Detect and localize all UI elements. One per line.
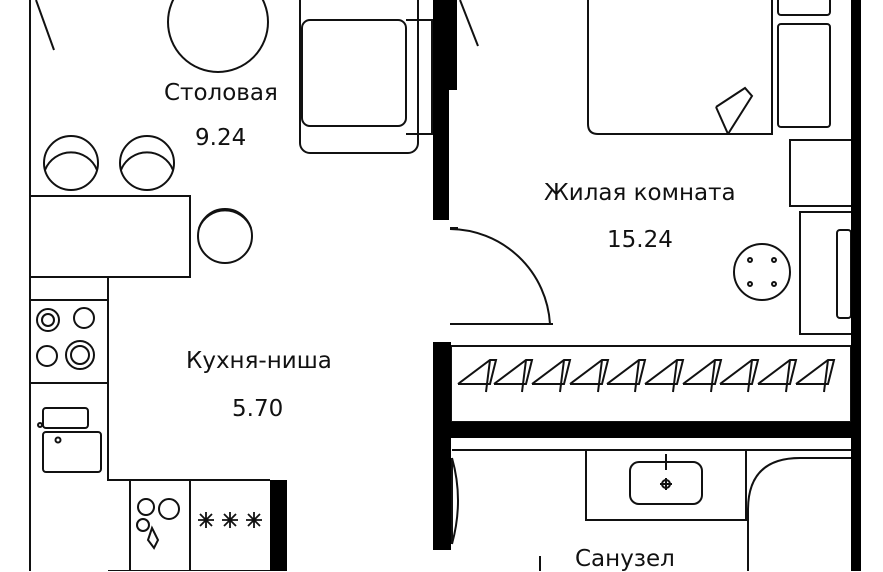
room-name-living: Жилая комната [544, 180, 736, 206]
bathtub [747, 457, 852, 571]
bedroom-door-leaf-top [459, 0, 479, 47]
room-name-bathroom: Санузел [575, 546, 675, 572]
wall-right [851, 0, 861, 571]
kitchen-sink [37, 407, 102, 473]
dining-table [167, 0, 269, 73]
bed [587, 0, 831, 135]
kitchen-counter [30, 276, 270, 481]
tv-stand [799, 211, 853, 335]
living-room-door [449, 227, 553, 325]
room-name-dining: Столовая [164, 80, 278, 106]
fridge-symbol [198, 512, 262, 528]
wall-door-jamb [449, 0, 457, 90]
bar-counter [29, 195, 191, 278]
dishwasher-symbol [136, 498, 180, 550]
wall-bath-top [450, 422, 853, 438]
stove [36, 307, 95, 370]
sofa [299, 0, 433, 154]
room-area-kitchen: 5.70 [232, 396, 284, 422]
coffee-table [733, 243, 791, 301]
washbasin [585, 449, 747, 521]
nightstand [789, 139, 853, 207]
entry-door-leaf [35, 0, 55, 51]
wall-kitchen-right [270, 480, 287, 571]
bar-stool-3 [197, 208, 253, 264]
room-area-dining: 9.24 [195, 125, 247, 151]
bar-stool-1 [43, 135, 99, 191]
bathroom-door [451, 457, 459, 545]
room-name-kitchen: Кухня-ниша [186, 348, 332, 374]
wall-hallway [433, 342, 451, 550]
wall-dining-living-upper [433, 0, 449, 220]
hangers [457, 359, 836, 393]
room-area-living: 15.24 [607, 227, 673, 253]
bar-stool-2 [119, 135, 175, 191]
